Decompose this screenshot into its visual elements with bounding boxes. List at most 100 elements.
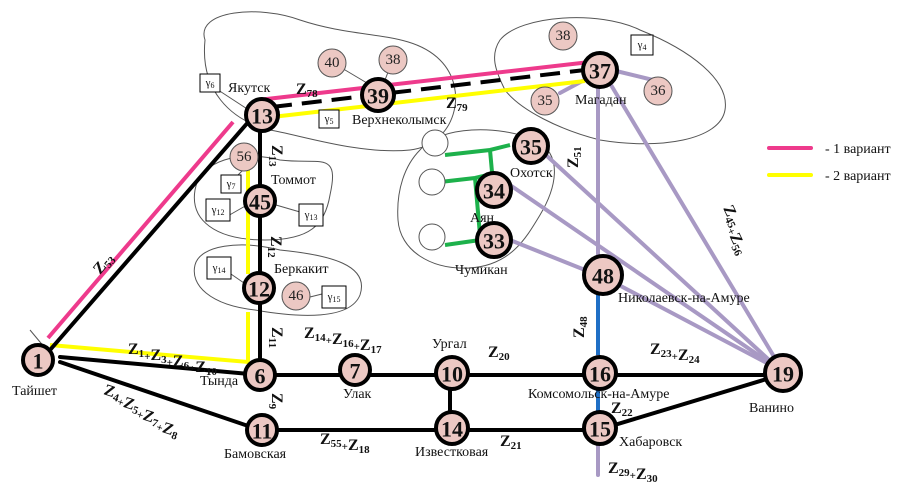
node-13[interactable]: 13 (244, 97, 280, 133)
edge-label-z12: Z12 (265, 236, 284, 258)
svg-text:45: 45 (249, 190, 271, 215)
svg-text:37: 37 (589, 59, 611, 84)
node-14[interactable]: 14 (434, 410, 470, 446)
edge-label-z9: Z9 (266, 393, 285, 410)
node-12[interactable]: 12 (242, 271, 276, 305)
legend-item-variant1: - 1 вариант (767, 142, 891, 157)
city-label: Якутск (228, 81, 270, 96)
edge-label-z13: Z13 (266, 145, 285, 167)
svg-text:γ6: γ6 (205, 77, 215, 90)
gamma-4: γ4 (630, 34, 654, 56)
purple-links (508, 68, 787, 477)
empty-node (418, 223, 446, 251)
node-6[interactable]: 6 (243, 358, 277, 392)
svg-text:12: 12 (248, 277, 270, 302)
city-labels: Тайшет Якутск Верхнеколымск Магадан Томм… (12, 81, 794, 462)
city-label: Комсомольск-на-Амуре (528, 387, 669, 402)
svg-text:33: 33 (483, 229, 505, 254)
svg-text:48: 48 (592, 264, 614, 289)
gamma-7: γ7 (220, 174, 242, 194)
edge-label-z21: Z21 (500, 433, 522, 452)
city-label: Бамовская (224, 447, 287, 462)
svg-text:14: 14 (441, 417, 463, 442)
node-45[interactable]: 45 (243, 184, 277, 218)
svg-text:46: 46 (289, 288, 305, 304)
svg-text:6: 6 (255, 364, 266, 389)
svg-text:γ5: γ5 (324, 113, 334, 126)
svg-text:11: 11 (252, 419, 273, 444)
gamma-5: γ5 (318, 109, 340, 129)
city-label: Улак (343, 387, 372, 402)
node-10[interactable]: 10 (434, 355, 470, 391)
svg-text:7: 7 (350, 359, 361, 384)
city-label: Чумикан (455, 263, 508, 278)
edge-label-z55-18: Z55+Z18 (320, 431, 370, 456)
gamma-12: γ12 (205, 198, 231, 222)
edge-label-z11: Z11 (266, 327, 285, 348)
svg-text:34: 34 (483, 179, 505, 204)
svg-text:γ7: γ7 (226, 178, 236, 191)
node-15[interactable]: 15 (582, 410, 618, 446)
city-label: Томмот (271, 173, 316, 188)
svg-text:39: 39 (367, 84, 389, 109)
city-label: Тында (200, 374, 239, 389)
edge-label-z79: Z79 (446, 95, 468, 114)
city-label: Ургал (432, 337, 467, 352)
city-label: Известковая (415, 445, 489, 460)
svg-text:- 1 вариант: - 1 вариант (825, 142, 891, 157)
svg-text:16: 16 (589, 362, 611, 387)
node-16[interactable]: 16 (582, 355, 618, 391)
node-48[interactable]: 48 (582, 254, 624, 296)
node-34[interactable]: 34 (475, 171, 513, 209)
city-label: Тайшет (12, 384, 57, 399)
main-nodes: 1 13 39 37 45 12 6 11 7 10 14 16 15 19 4… (21, 51, 803, 447)
empty-node (418, 168, 446, 196)
svg-text:γ15: γ15 (327, 291, 341, 304)
node-33[interactable]: 33 (475, 221, 513, 259)
node-39[interactable]: 39 (360, 77, 396, 113)
small-node-36: 36 (643, 76, 673, 106)
svg-text:15: 15 (589, 417, 611, 442)
svg-text:35: 35 (538, 93, 553, 109)
node-11[interactable]: 11 (245, 413, 279, 447)
svg-text:10: 10 (441, 362, 463, 387)
small-node-38-magadan: 38 (548, 21, 578, 51)
city-label: Магадан (575, 93, 627, 108)
node-19[interactable]: 19 (763, 353, 803, 393)
legend-item-variant2: - 2 вариант (767, 169, 891, 184)
edge-label-z48: Z48 (571, 316, 590, 338)
dashed-link-13-37 (271, 68, 586, 109)
city-label: Аян (470, 211, 495, 226)
svg-text:38: 38 (386, 52, 401, 68)
node-37[interactable]: 37 (581, 51, 619, 89)
empty-node (421, 129, 449, 157)
city-label: Верхнеколымск (352, 113, 447, 128)
node-35[interactable]: 35 (512, 127, 550, 165)
small-nodes: 40 38 38 35 36 56 46 (229, 21, 673, 311)
edge-label-z1-3-6-10: Z1+Z3+Z6+Z10 (128, 341, 218, 378)
small-node-35-magadan: 35 (530, 86, 560, 116)
node-1[interactable]: 1 (21, 343, 55, 377)
city-label: Беркакит (274, 262, 328, 277)
small-node-38-yakutsk: 38 (378, 45, 408, 75)
svg-text:γ13: γ13 (304, 209, 318, 222)
svg-text:40: 40 (325, 55, 340, 71)
edge-label-z51: Z51 (565, 146, 584, 168)
small-node-56: 56 (229, 142, 259, 172)
gamma-boxes: γ6 γ5 γ4 γ7 γ12 γ13 γ14 γ15 (199, 34, 654, 309)
edge-label-z20: Z20 (488, 344, 510, 363)
gamma-13: γ13 (298, 203, 324, 227)
svg-text:1: 1 (33, 349, 44, 374)
rail-network (48, 118, 782, 432)
gamma-15: γ15 (321, 285, 347, 309)
city-label: Николаевск-на-Амуре (618, 291, 750, 306)
svg-text:γ4: γ4 (637, 39, 647, 52)
svg-text:56: 56 (237, 149, 253, 165)
city-label: Ванино (749, 401, 794, 416)
svg-text:19: 19 (772, 362, 794, 387)
variant1-route (46, 60, 591, 340)
edge-label-z29-30: Z29+Z30 (608, 460, 658, 485)
node-7[interactable]: 7 (338, 353, 372, 387)
edge-label-z22: Z22 (611, 400, 633, 419)
